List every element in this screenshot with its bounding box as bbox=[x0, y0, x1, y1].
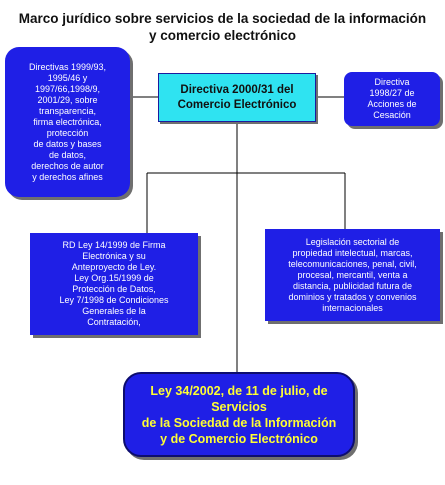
law-34-2002-line: y de Comercio Electrónico bbox=[160, 431, 318, 446]
law-34-2002-line: de la Sociedad de la Información bbox=[141, 415, 337, 430]
spanish-laws-line: RD Ley 14/1999 de Firma bbox=[62, 240, 166, 250]
cessation-directive-line: Directiva bbox=[374, 77, 410, 87]
sectoral-legislation-line: procesal, mercantil, venta a bbox=[297, 269, 408, 280]
cessation-directive-box: Directiva 1998/27 de Acciones de Cesació… bbox=[344, 72, 440, 126]
eu-directives-line: de datos, bbox=[48, 149, 87, 160]
eu-directives-line: transparencia, bbox=[38, 105, 97, 116]
sectoral-legislation-box: Legislación sectorial de propiedad intel… bbox=[265, 229, 440, 321]
eu-directives-box: Directivas 1999/93, 1995/46 y 1997/66,19… bbox=[5, 47, 130, 197]
spanish-laws-line: Contratación, bbox=[87, 317, 141, 327]
law-34-2002-line: Servicios bbox=[211, 399, 267, 414]
eu-directives-line: de datos y bases bbox=[33, 138, 102, 149]
spanish-laws-line: Anteproyecto de Ley. bbox=[71, 262, 157, 272]
eu-directives-line: 2001/29, sobre bbox=[37, 94, 98, 105]
sectoral-legislation-line: internacionales bbox=[322, 302, 383, 313]
ecommerce-directive-line: Directiva 2000/31 del bbox=[180, 83, 294, 96]
sectoral-legislation-line: Legislación sectorial de bbox=[305, 236, 400, 247]
cessation-directive-line: Cesación bbox=[373, 110, 411, 120]
law-34-2002-line: Ley 34/2002, de 11 de julio, de bbox=[150, 383, 328, 398]
eu-directives-line: firma electrónica, bbox=[33, 116, 102, 127]
eu-directives-line: protección bbox=[46, 127, 89, 138]
diagram-title: Marco jurídico sobre servicios de la soc… bbox=[0, 10, 445, 44]
spanish-laws-line: Electrónica y su bbox=[82, 251, 146, 261]
law-34-2002-box: Ley 34/2002, de 11 de julio, de Servicio… bbox=[123, 372, 355, 457]
sectoral-legislation-line: distancia, publicidad futura de bbox=[292, 280, 413, 291]
spanish-laws-box: RD Ley 14/1999 de Firma Electrónica y su… bbox=[30, 233, 198, 335]
cessation-directive-line: 1998/27 de bbox=[369, 88, 415, 98]
eu-directives-line: Directivas 1999/93, bbox=[28, 61, 107, 72]
eu-directives-line: y derechos afines bbox=[32, 171, 103, 182]
eu-directives-line: 1997/66,1998/9, bbox=[34, 83, 101, 94]
title-line-2: y comercio electrónico bbox=[148, 28, 297, 43]
ecommerce-directive-box: Directiva 2000/31 del Comercio Electróni… bbox=[158, 73, 316, 122]
title-line-1: Marco jurídico sobre servicios de la soc… bbox=[18, 11, 427, 26]
sectoral-legislation-line: telecomunicaciones, penal, civil, bbox=[288, 258, 417, 269]
spanish-laws-line: Protección de Datos, bbox=[72, 284, 156, 294]
eu-directives-line: derechos de autor bbox=[31, 160, 104, 171]
spanish-laws-line: Ley Org.15/1999 de bbox=[74, 273, 154, 283]
spanish-laws-line: Generales de la bbox=[82, 306, 146, 316]
cessation-directive-line: Acciones de bbox=[367, 99, 417, 109]
sectoral-legislation-line: dominios y tratados y convenios bbox=[288, 291, 417, 302]
sectoral-legislation-line: propiedad intelectual, marcas, bbox=[292, 247, 413, 258]
spanish-laws-line: Ley 7/1998 de Condiciones bbox=[59, 295, 169, 305]
eu-directives-line: 1995/46 y bbox=[47, 72, 88, 83]
ecommerce-directive-line: Comercio Electrónico bbox=[177, 98, 297, 111]
